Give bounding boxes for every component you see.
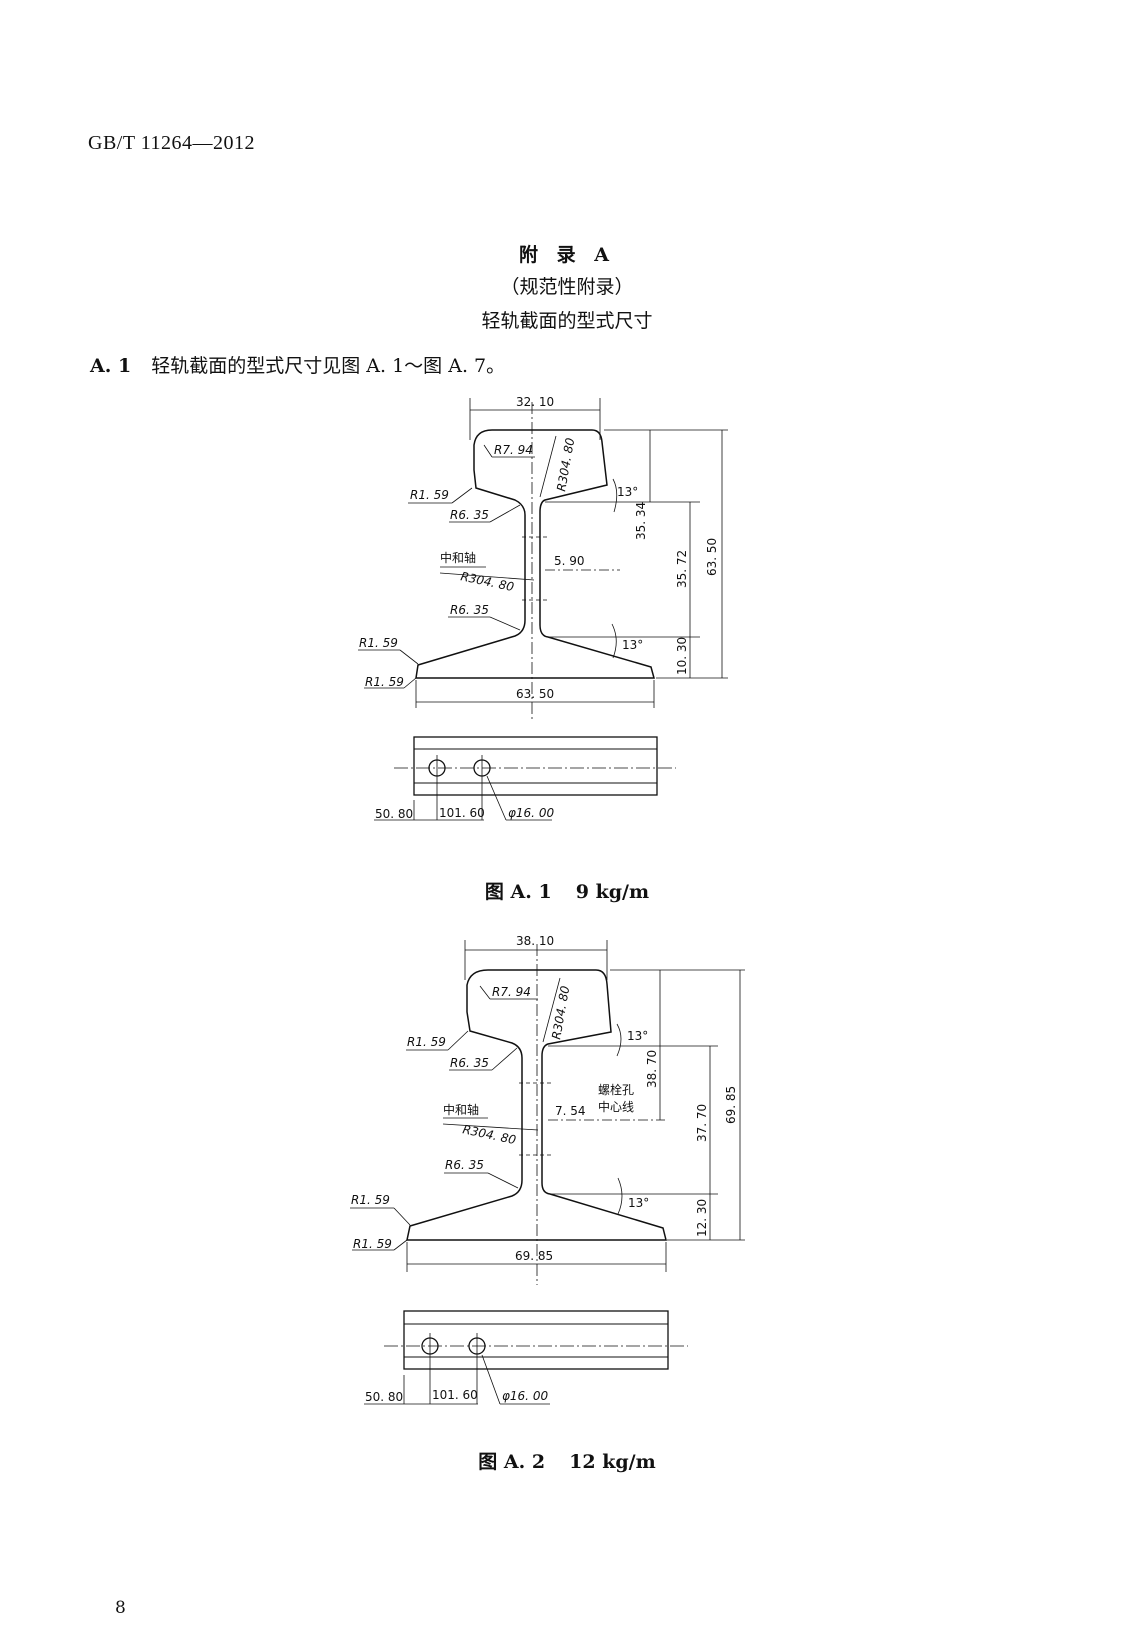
fig2-head-top-radius: R304. 80	[549, 984, 572, 1040]
fig1-angle-top: 13°	[617, 485, 638, 499]
appendix-title: 附 录 A	[519, 244, 615, 266]
fig2-web-fillet-top: R6. 35	[450, 1056, 489, 1070]
fig2-hole-diameter: φ16. 00	[502, 1389, 548, 1403]
fig2-neutral-axis: 中和轴	[443, 1102, 479, 1117]
appendix-subtitle: （规范性附录）	[500, 276, 634, 298]
figure-a2-caption: 图 A. 2 12 kg/m	[0, 1447, 1134, 1474]
fig1-height-upper: 35. 34	[634, 502, 648, 540]
fig1-hole-offset: 50. 80	[375, 807, 413, 821]
fig2-web-thickness: 7. 54	[555, 1104, 586, 1118]
fig2-head-width: 38. 10	[516, 934, 554, 948]
fig1-head-top-radius: R304. 80	[554, 436, 577, 492]
clause-number: A. 1	[90, 355, 132, 377]
fig1-hole-diameter: φ16. 00	[508, 806, 554, 820]
fig1-base-fillet-upper: R1. 59	[359, 636, 398, 650]
fig2-height-total: 69. 85	[724, 1086, 738, 1124]
fig2-angle-top: 13°	[627, 1029, 648, 1043]
fig2-height-upper: 38. 70	[645, 1050, 659, 1088]
fig1-web-thickness: 5. 90	[554, 554, 585, 568]
fig1-web-radius: R304. 80	[459, 569, 515, 594]
fig1-head-radius: R7. 94	[494, 443, 533, 457]
fig2-web-fillet-bottom: R6. 35	[445, 1158, 484, 1172]
clause-text: 轻轨截面的型式尺寸见图 A. 1～图 A. 7。	[151, 355, 506, 377]
fig1-height-base: 10. 30	[675, 637, 689, 675]
fig2-web-radius: R304. 80	[461, 1122, 517, 1147]
fig2-hole-spacing: 101. 60	[432, 1388, 478, 1402]
fig1-caption-label: 图 A. 1	[484, 881, 552, 903]
fig2-head-radius: R7. 94	[492, 985, 531, 999]
fig2-base-fillet-upper: R1. 59	[351, 1193, 390, 1207]
fig1-neutral-axis: 中和轴	[440, 550, 476, 565]
fig1-web-fillet-bottom: R6. 35	[450, 603, 489, 617]
standard-code: GB/T 11264—2012	[88, 132, 255, 154]
appendix-name: 轻轨截面的型式尺寸	[481, 310, 653, 332]
fig2-bolt-line-2: 中心线	[598, 1099, 634, 1114]
fig1-height-mid: 35. 72	[675, 550, 689, 588]
figure-a1-caption: 图 A. 1 9 kg/m	[0, 877, 1134, 904]
fig1-angle-bottom: 13°	[622, 638, 643, 652]
fig2-base-fillet-lower: R1. 59	[353, 1237, 392, 1251]
fig1-web-fillet-top: R6. 35	[450, 508, 489, 522]
page-number: 8	[115, 1598, 126, 1618]
fig1-base-fillet-lower: R1. 59	[365, 675, 404, 689]
fig1-height-total: 63. 50	[705, 538, 719, 576]
fig2-hole-offset: 50. 80	[365, 1390, 403, 1404]
fig2-height-mid: 37. 70	[695, 1104, 709, 1142]
fig2-angle-bottom: 13°	[628, 1196, 649, 1210]
fig2-base-width: 69. 85	[515, 1249, 553, 1263]
fig1-fillet-left: R1. 59	[410, 488, 449, 502]
fig1-hole-spacing: 101. 60	[439, 806, 485, 820]
fig2-caption-label: 图 A. 2	[478, 1451, 546, 1473]
fig2-bolt-line-1: 螺栓孔	[598, 1082, 634, 1097]
fig2-caption-value: 12 kg/m	[569, 1451, 656, 1473]
fig2-fillet-left: R1. 59	[407, 1035, 446, 1049]
fig2-height-base: 12. 30	[695, 1199, 709, 1237]
fig1-caption-value: 9 kg/m	[575, 881, 650, 903]
fig1-base-width: 63. 50	[516, 687, 554, 701]
clause-a1: A. 1 轻轨截面的型式尺寸见图 A. 1～图 A. 7。	[90, 351, 505, 378]
fig1-head-width: 32. 10	[516, 395, 554, 409]
